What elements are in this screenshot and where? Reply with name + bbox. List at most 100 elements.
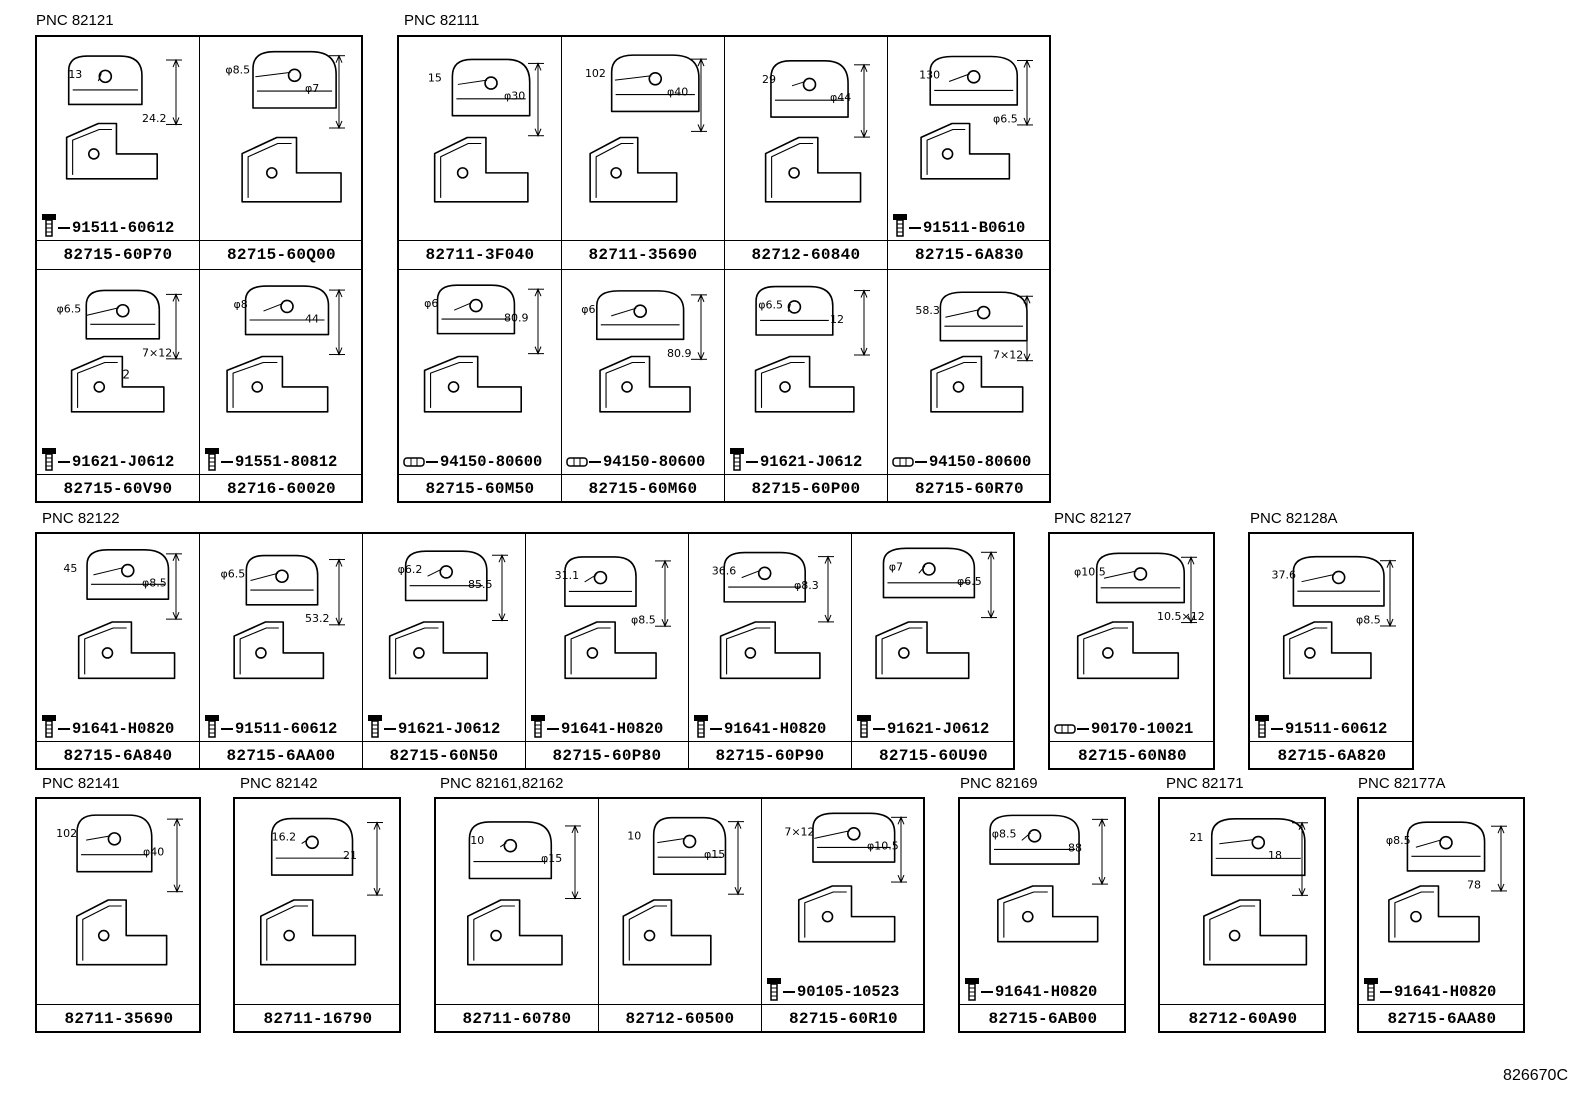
part-number[interactable]: 82712-60840 [725,240,887,269]
fastener-part-number: 90170-10021 [1091,720,1194,738]
part-number[interactable]: 82715-60N50 [363,741,525,770]
part-number[interactable]: 82715-60N80 [1050,741,1215,770]
bolt-icon [205,715,219,738]
part-cell[interactable]: 29 φ44 82712-60840 [725,37,888,270]
fastener-part-number: 91641-H0820 [995,983,1098,1001]
fastener-part-number: 91641-H0820 [724,720,827,738]
part-number[interactable]: 82715-6A830 [888,240,1051,269]
part-number[interactable]: 82715-60U90 [852,741,1015,770]
leader-line [221,727,233,730]
part-number[interactable]: 82715-60P80 [526,741,688,770]
dimension-label: φ8.5 [631,614,656,627]
part-drawing: 29 φ44 [725,37,887,238]
leader-line [1380,990,1392,993]
part-number[interactable]: 82715-60R70 [888,474,1051,503]
fastener-callout: 91621-J0612 [729,447,862,471]
part-number[interactable]: 82715-6AA80 [1359,1004,1525,1033]
dimension-label: 130 [919,69,940,82]
nut-icon [1054,724,1076,734]
leader-line [589,460,601,463]
pnc-label: PNC 82122 [42,510,120,527]
bolt-icon [42,214,56,237]
part-number[interactable]: 82715-6AB00 [960,1004,1126,1033]
dimension-label: φ44 [830,91,851,104]
dimension-label: 80.9 [504,311,529,324]
part-number[interactable]: 82715-60P00 [725,474,887,503]
part-number[interactable]: 82712-60500 [599,1004,761,1033]
dimension-label: 21 [1189,831,1203,844]
fastener-part-number: 91641-H0820 [1394,983,1497,1001]
dimension-label: 7×12 [784,825,814,838]
fastener-callout: 94150-80600 [566,453,705,471]
bolt-icon [205,448,219,471]
dimension-label: 58.3 [915,304,940,317]
part-number[interactable]: 82715-60P70 [37,240,199,269]
pnc-label: PNC 82111 [404,12,480,29]
part-number[interactable]: 82716-60020 [200,474,363,503]
dimension-label: φ6.5 [957,575,982,588]
part-cell[interactable]: φ7 φ6.5 91621-J0612 82715-60U90 [852,534,1015,770]
part-illustration: φ6.553.2 [221,554,345,680]
part-number[interactable]: 82711-35690 [562,240,724,269]
fastener-callout: 91621-J0612 [856,714,989,738]
part-number[interactable]: 82711-35690 [37,1004,201,1033]
part-number[interactable]: 82715-60M60 [562,474,724,503]
dimension-label: 13 [68,68,82,81]
dimension-label: 29 [762,73,776,86]
dimension-label: 53.2 [305,612,330,625]
part-illustration: φ8.578 [1386,821,1507,943]
part-number[interactable]: 82715-60R10 [762,1004,925,1033]
leader-line [58,460,70,463]
part-number[interactable]: 82715-6A840 [37,741,199,770]
fastener-part-number: 91511-60612 [1285,720,1388,738]
dimension-label: 10 [470,834,484,847]
part-number[interactable]: 82715-6A820 [1250,741,1414,770]
dimension-label: φ7 [889,560,903,573]
dimension-label: φ8.5 [1356,613,1381,626]
part-number[interactable]: 82715-60V90 [37,474,199,503]
part-number[interactable]: 82715-60M50 [399,474,561,503]
part-number[interactable]: 82715-6AA00 [200,741,362,770]
part-number[interactable]: 82712-60A90 [1160,1004,1326,1033]
fastener-callout: 90170-10021 [1054,720,1193,738]
part-number[interactable]: 82711-16790 [235,1004,401,1033]
part-number[interactable]: 82715-60Q00 [200,240,363,269]
part-number[interactable]: 82711-60780 [436,1004,598,1033]
fastener-callout: 91641-H0820 [530,714,663,738]
part-number[interactable]: 82711-3F040 [399,240,561,269]
part-number[interactable]: 82715-60P90 [689,741,851,770]
